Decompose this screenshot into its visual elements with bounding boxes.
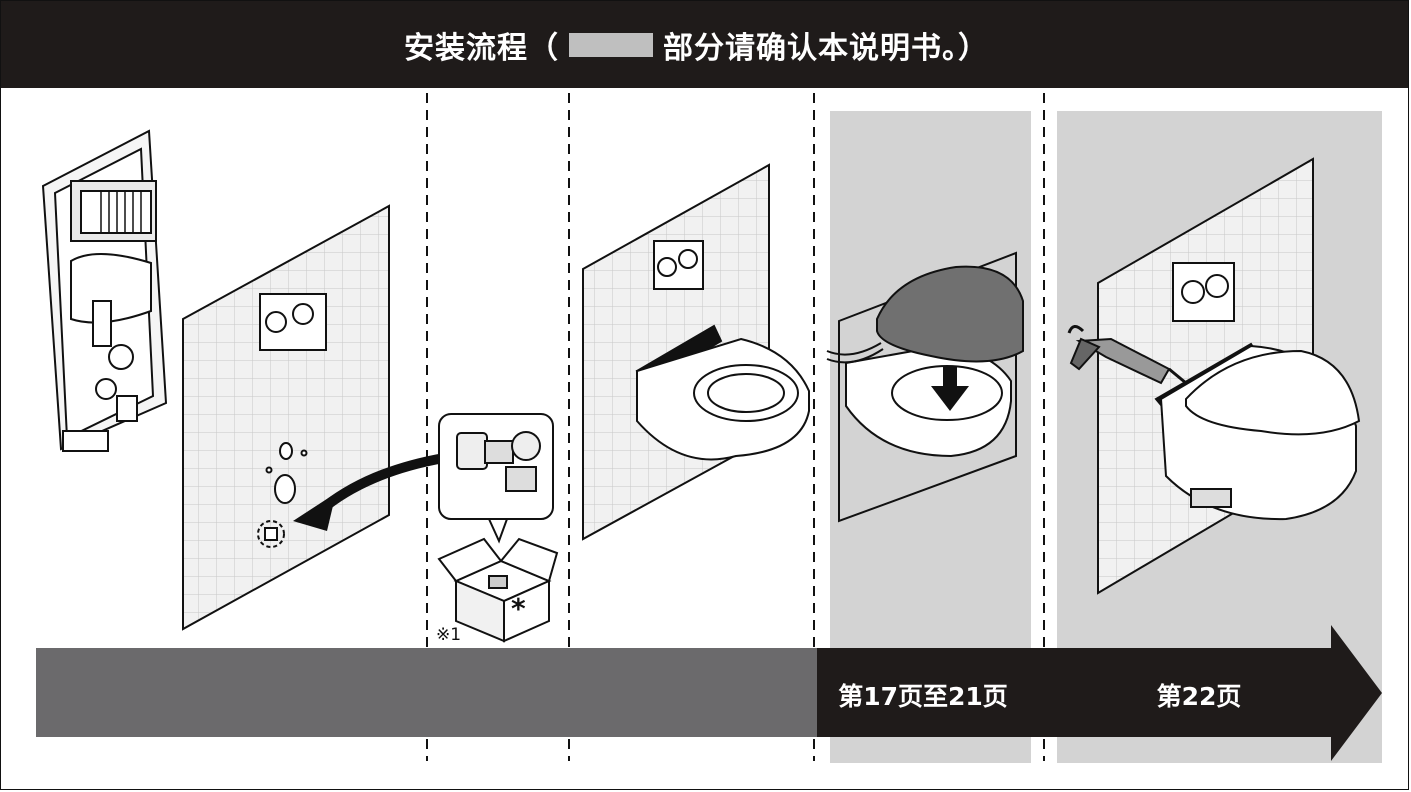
header-title-part2: 部分请确认本说明书。） — [663, 30, 989, 66]
svg-text:*: * — [511, 592, 526, 625]
down-arrow-icon — [931, 366, 969, 411]
page-ref-17-21-label: 第17页至21页 — [838, 682, 1008, 711]
installation-flow-diagram: * — [36, 93, 1382, 763]
sealant-apply-illustration — [1067, 157, 1361, 595]
wall-panel-install-illustration — [182, 204, 445, 631]
header-title-part1: 安装流程（ — [404, 30, 559, 66]
legend-swatch — [569, 32, 653, 57]
step-dividers — [426, 93, 1045, 761]
page-ref-22-label: 第22页 — [1156, 682, 1242, 711]
mounting-frame-illustration — [41, 129, 168, 452]
header-title: 安装流程（ 部分请确认本说明书。） — [404, 23, 989, 67]
process-band-pending — [36, 648, 817, 737]
toilet-bowl-install-illustration — [582, 163, 810, 541]
caulk-gun-icon — [1067, 325, 1187, 385]
seat-install-illustration — [826, 251, 1024, 523]
page-header: 安装流程（ 部分请确认本说明书。） — [1, 1, 1408, 88]
process-band-current — [817, 625, 1382, 761]
note-mark-1: ※1 — [434, 625, 464, 645]
connector-part-box-illustration: * — [437, 413, 559, 643]
